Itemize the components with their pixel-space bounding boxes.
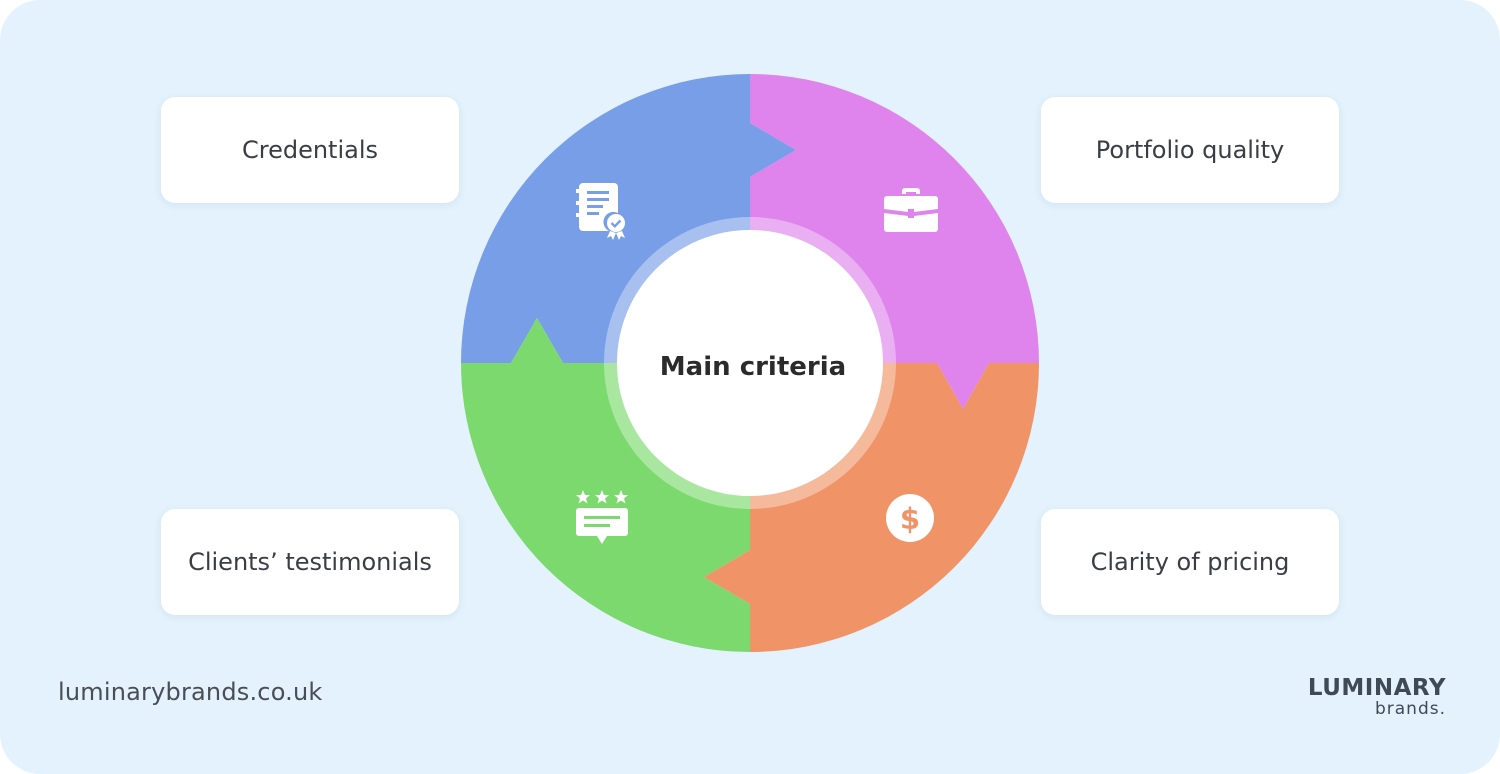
- criterion-card-credentials: Credentials: [161, 97, 459, 203]
- criterion-card-testimonials: Clients’ testimonials: [161, 509, 459, 615]
- center-circle: [617, 230, 883, 496]
- criterion-card-portfolio: Portfolio quality: [1041, 97, 1339, 203]
- center-label-text: Main criteria: [659, 352, 847, 382]
- svg-text:$: $: [900, 502, 920, 536]
- criterion-label: Portfolio quality: [1095, 136, 1285, 164]
- review-stars-icon: [576, 490, 628, 544]
- certificate-icon: [576, 183, 625, 240]
- criterion-card-pricing: Clarity of pricing: [1041, 509, 1339, 615]
- criterion-label: Clarity of pricing: [1090, 548, 1290, 576]
- logo-subtitle: brands.: [1374, 699, 1446, 719]
- website-url: luminarybrands.co.uk: [58, 678, 323, 706]
- criterion-label: Credentials: [241, 136, 379, 164]
- dollar-coin-icon: $: [886, 494, 934, 542]
- criterion-label: Clients’ testimonials: [188, 548, 432, 576]
- brand-logo: LUMINARY brands.: [1270, 676, 1446, 718]
- briefcase-icon: [884, 188, 938, 232]
- logo-wordmark: LUMINARY: [1307, 675, 1446, 701]
- center-label: Main criteria: [618, 232, 888, 502]
